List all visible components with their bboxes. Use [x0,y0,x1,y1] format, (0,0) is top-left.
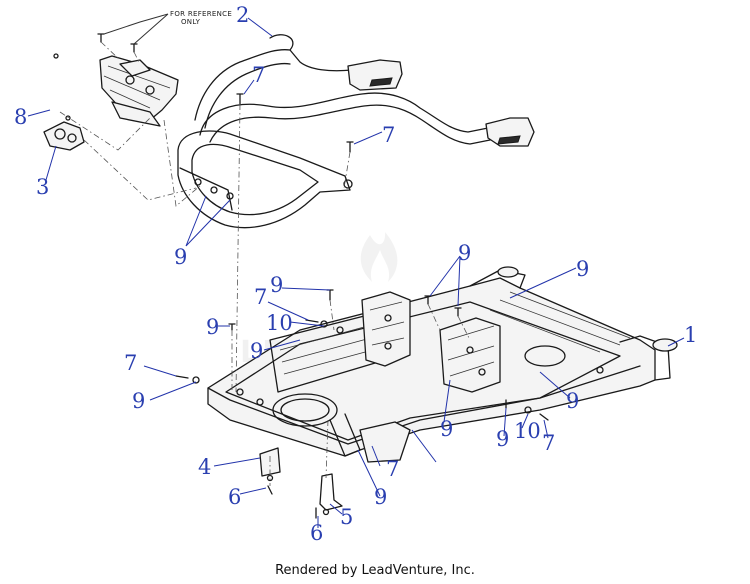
callout-label: 4 [198,455,211,479]
callout-label: 7 [386,457,399,481]
handle-bar-assembly [194,34,535,147]
callout-label: 7 [124,351,137,375]
callout-label: 9 [374,485,387,509]
leader-lines [27,17,685,528]
callout-label: 3 [36,175,49,199]
callout-label: 9 [132,389,145,413]
callout-label: 2 [236,3,249,27]
reference-bracket [99,55,179,127]
callout-label: 6 [310,521,323,545]
left-upright-plate [361,291,411,367]
callout-label: 9 [496,427,509,451]
callout-label: 9 [576,257,589,281]
callout-label: 9 [566,389,579,413]
callout-label: 8 [14,105,27,129]
callout-label: 7 [382,123,395,147]
callout-label: 10 [266,311,293,335]
callout-label: 6 [228,485,241,509]
callout-label: 10 [514,419,541,443]
callout-label: 7 [254,285,267,309]
reference-note: FOR REFERENCE ONLY [103,10,232,45]
callout-label: 9 [206,315,219,339]
fasteners [97,33,549,519]
mount-plate [43,53,85,151]
front-bumper [177,130,353,229]
alignment-lines [59,41,471,486]
callout-label: 7 [252,63,265,87]
callout-label: 9 [270,273,283,297]
callout-label: 9 [458,241,471,265]
callout-label: 9 [440,417,453,441]
callout-label: 7 [542,431,555,455]
callout-label: 1 [684,323,697,347]
reference-note-line-2: ONLY [181,18,201,26]
right-upright-plate [439,317,501,393]
callout-label: 9 [250,339,263,363]
render-credit: Rendered by LeadVenture, Inc. [275,563,475,578]
reference-note-line-1: FOR REFERENCE [170,10,232,18]
callout-labels: 2 7 8 3 7 9 9 9 1 7 9 10 9 9 7 9 10 7 9 … [14,3,697,545]
callout-label: 5 [340,505,353,529]
callout-label: 9 [174,245,187,269]
main-frame [207,266,678,457]
